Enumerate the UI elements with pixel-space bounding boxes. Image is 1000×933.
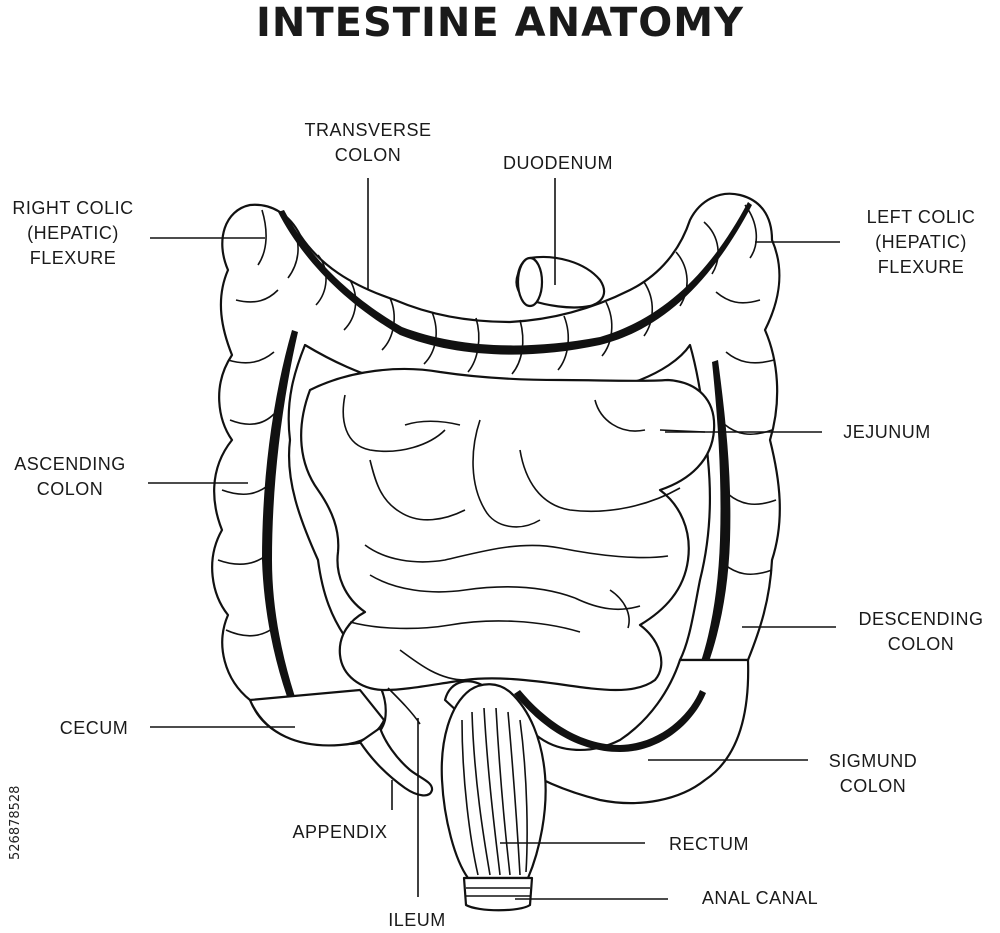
label-ileum: ILEUM xyxy=(388,910,446,930)
label-transverse-colon: TRANSVERSE COLON xyxy=(304,120,432,165)
sigmoid-taenia-band xyxy=(514,690,706,752)
label-anal-canal: ANAL CANAL xyxy=(701,888,819,908)
ileum-junction xyxy=(387,687,421,725)
small-intestine-loops xyxy=(342,394,706,681)
watermark-id: 526878528 xyxy=(8,785,23,860)
rectum-shape xyxy=(440,683,547,880)
label-jejunum: JEJUNUM xyxy=(843,422,931,442)
label-rectum: RECTUM xyxy=(669,834,749,854)
anal-canal-shape xyxy=(462,876,534,912)
label-appendix: APPENDIX xyxy=(292,822,388,842)
rectum-muscle-lines xyxy=(461,707,528,876)
appendix-shape xyxy=(358,726,434,797)
label-ascending-colon: ASCENDING COLON xyxy=(14,454,126,499)
descending-taenia-band xyxy=(690,360,731,692)
cecum-shape xyxy=(248,688,386,747)
label-right-colic-flexure: RIGHT COLIC (HEPATIC) FLEXURE xyxy=(12,198,134,268)
diagram-title: INTESTINE ANATOMY xyxy=(255,0,744,46)
leader-lines xyxy=(148,178,840,900)
label-cecum: CECUM xyxy=(59,718,129,738)
ascending-taenia-band xyxy=(262,330,306,730)
label-left-colic-flexure: LEFT COLIC (HEPATIC) FLEXURE xyxy=(866,207,976,277)
label-descending-colon: DESCENDING COLON xyxy=(858,609,984,654)
label-sigmund-colon: SIGMUND COLON xyxy=(828,751,918,796)
label-duodenum: DUODENUM xyxy=(503,153,613,173)
small-intestine-shape xyxy=(300,367,716,692)
